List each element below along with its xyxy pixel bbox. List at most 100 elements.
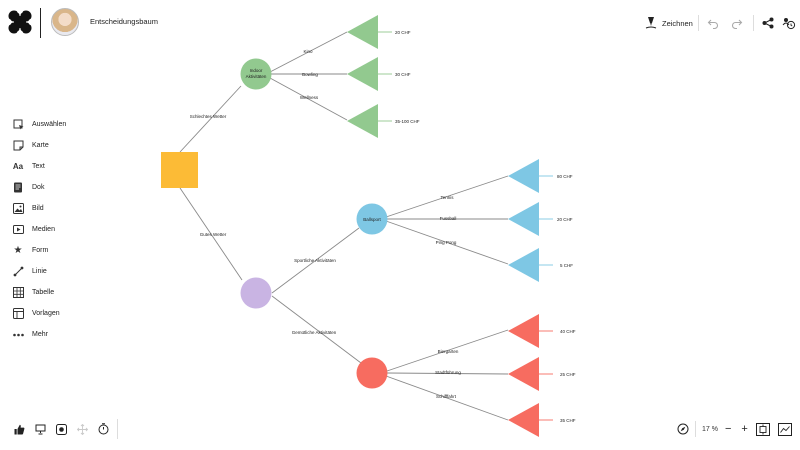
timer-icon[interactable] [96, 422, 110, 436]
root-decision-node[interactable] [161, 152, 198, 188]
edge-sport[interactable] [271, 227, 360, 294]
leaf-triangle-fussball[interactable] [508, 202, 539, 236]
text-icon: Aa [12, 162, 24, 171]
media-icon [12, 224, 24, 236]
presentation-icon[interactable] [33, 422, 47, 436]
edge-label: Schifffahrt [436, 394, 457, 399]
leaf-value: 35-100 CHF [395, 119, 420, 124]
tool-templates[interactable]: Vorlagen [12, 303, 66, 324]
bottom-divider [695, 421, 696, 437]
edge-tennis[interactable] [385, 175, 509, 218]
note-card-icon [12, 140, 24, 152]
edge-label: Stadtführung [435, 370, 461, 375]
tool-table[interactable]: Tabelle [12, 282, 66, 303]
edge-label: Wellness [300, 95, 319, 100]
tool-label: Form [32, 247, 49, 254]
tool-shape[interactable]: ★ Form [12, 240, 66, 261]
tool-image[interactable]: Bild [12, 198, 66, 219]
tool-card[interactable]: Karte [12, 135, 66, 156]
edge-good-weather[interactable] [179, 187, 243, 281]
leisure-node[interactable] [356, 357, 388, 389]
leaf-triangle-wellness[interactable] [347, 104, 378, 138]
edge-stadtfuehrung[interactable] [386, 372, 509, 375]
tool-label: Mehr [32, 331, 48, 338]
leaf-triangle-pingpong[interactable] [508, 248, 539, 282]
share-icon[interactable] [762, 17, 774, 29]
app-logo-icon[interactable] [8, 10, 32, 34]
edge-schifffahrt[interactable] [385, 375, 509, 421]
edge-kino[interactable] [269, 31, 348, 73]
undo-icon[interactable] [707, 17, 719, 29]
tool-label: Medien [32, 226, 55, 233]
more-icon [12, 329, 24, 341]
edge-bad-weather[interactable] [179, 85, 242, 153]
fit-to-screen-icon[interactable] [755, 422, 770, 436]
edge-label: Ping Pong [436, 240, 457, 245]
select-icon [12, 119, 24, 131]
thumbs-up-icon[interactable] [12, 422, 26, 436]
leaf-triangle-bowling[interactable] [347, 57, 378, 91]
zoom-out-button[interactable]: − [724, 422, 732, 435]
tool-text[interactable]: Aa Text [12, 156, 66, 177]
document-title[interactable]: Entscheidungsbaum [90, 17, 158, 26]
tool-media[interactable]: Medien [12, 219, 66, 240]
leaf-triangle-tennis[interactable] [508, 159, 539, 193]
leaf-value: 40 CHF [560, 329, 576, 334]
ballsport-node[interactable] [356, 203, 388, 235]
compass-navigation-icon[interactable] [677, 423, 689, 435]
screen-record-icon[interactable] [54, 422, 68, 436]
avatar[interactable] [51, 8, 79, 36]
tool-label: Text [32, 163, 45, 170]
indoor-node-label: Aktivitäten [246, 74, 267, 79]
branch-label-leisure: Gemütliche Aktivitäten [292, 330, 337, 335]
edge-wellness[interactable] [269, 77, 348, 121]
top-bar: Entscheidungsbaum [0, 0, 800, 45]
tool-line[interactable]: Linie [12, 261, 66, 282]
edge-label: Bowling [302, 72, 318, 77]
edge-label: Fussball [440, 216, 457, 221]
tool-label: Auswählen [32, 121, 67, 128]
leaf-triangle-biergarten[interactable] [508, 314, 539, 348]
header-divider [40, 8, 41, 38]
bottom-divider [117, 419, 118, 439]
toolbar-divider [752, 15, 754, 31]
pen-draw-icon[interactable] [645, 16, 657, 30]
collaboration-icon[interactable] [782, 16, 796, 30]
table-icon [12, 287, 24, 299]
indoor-activities-node[interactable] [240, 58, 272, 90]
leaf-value: 25 CHF [560, 372, 576, 377]
tool-select[interactable]: Auswählen [12, 114, 66, 135]
branch-label-good-weather: Gutes Wetter [200, 232, 227, 237]
draw-button[interactable]: Zeichnen [662, 18, 693, 28]
leaf-triangle-stadtfuehrung[interactable] [508, 357, 539, 391]
star-shape-icon: ★ [13, 245, 23, 256]
tool-label: Dok [32, 184, 45, 191]
toolbar-divider [697, 15, 699, 31]
zoom-in-button[interactable]: + [741, 422, 748, 435]
minimap-icon[interactable] [777, 422, 792, 436]
branch-label-sport: Sportliche Aktivitäten [294, 258, 336, 263]
ballsport-node-label: Ballsport [363, 217, 381, 222]
tool-label: Vorlagen [32, 310, 60, 317]
edge-pingpong[interactable] [385, 220, 509, 265]
leaf-value: 5 CHF [560, 263, 573, 268]
tool-label: Bild [32, 205, 44, 212]
indoor-node-label: Indoor [250, 68, 263, 73]
leaf-triangle-schifffahrt[interactable] [508, 403, 539, 437]
tool-more[interactable]: Mehr [12, 324, 66, 345]
zoom-level[interactable]: 17 % [702, 425, 718, 433]
redo-icon[interactable] [731, 17, 743, 29]
edge-leisure[interactable] [271, 295, 362, 364]
outdoor-node[interactable] [240, 277, 272, 309]
leaf-value: 35 CHF [560, 418, 576, 423]
templates-icon [12, 308, 24, 320]
edge-biergarten[interactable] [386, 329, 509, 372]
tool-doc[interactable]: Dok [12, 177, 66, 198]
leaf-triangle-kino[interactable] [347, 15, 378, 49]
leaf-value: 80 CHF [557, 174, 573, 179]
leaf-value: 20 CHF [395, 30, 411, 35]
tool-label: Linie [32, 268, 47, 275]
image-icon [12, 203, 24, 215]
tool-label: Tabelle [32, 289, 55, 296]
